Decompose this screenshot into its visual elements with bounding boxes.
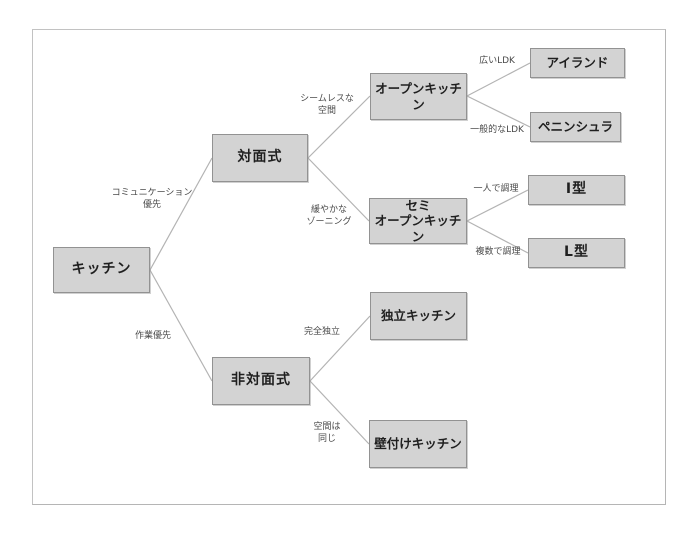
node-kitchen: キッチン (53, 247, 150, 293)
edge-label-fully-independent: 完全独立 (303, 326, 341, 337)
node-peninsula: ペニンシュラ (530, 112, 621, 142)
edge-label-typical-ldk: 一般的なLDK (470, 124, 524, 135)
edge-label-same-space: 空間は 同じ (313, 421, 341, 444)
edge-label-work-priority: 作業優先 (134, 330, 172, 341)
node-non-face-to-face: 非対面式 (212, 357, 310, 405)
edge-label-cook-multiple: 複数で調理 (475, 246, 521, 257)
edge-label-wide-ldk: 広いLDK (479, 55, 515, 66)
edge-label-communication-priority: コミュニケーション 優先 (111, 187, 193, 210)
edge-label-gentle-zoning: 緩やかな ゾーニング (306, 204, 352, 227)
node-island: アイランド (530, 48, 625, 78)
node-wall-mounted-kitchen: 壁付けキッチン (369, 420, 467, 468)
node-face-to-face: 対面式 (212, 134, 308, 182)
node-l-type: L型 (528, 238, 625, 268)
edge-label-cook-alone: 一人で調理 (473, 183, 519, 194)
node-open-kitchen: オープンキッチン (370, 73, 467, 120)
node-independent-kitchen: 独立キッチン (370, 292, 467, 340)
node-semi-open-kitchen: セミ オープンキッチン (369, 198, 467, 244)
node-i-type: I型 (528, 175, 625, 205)
edge-label-seamless-space: シームレスな 空間 (300, 93, 354, 116)
